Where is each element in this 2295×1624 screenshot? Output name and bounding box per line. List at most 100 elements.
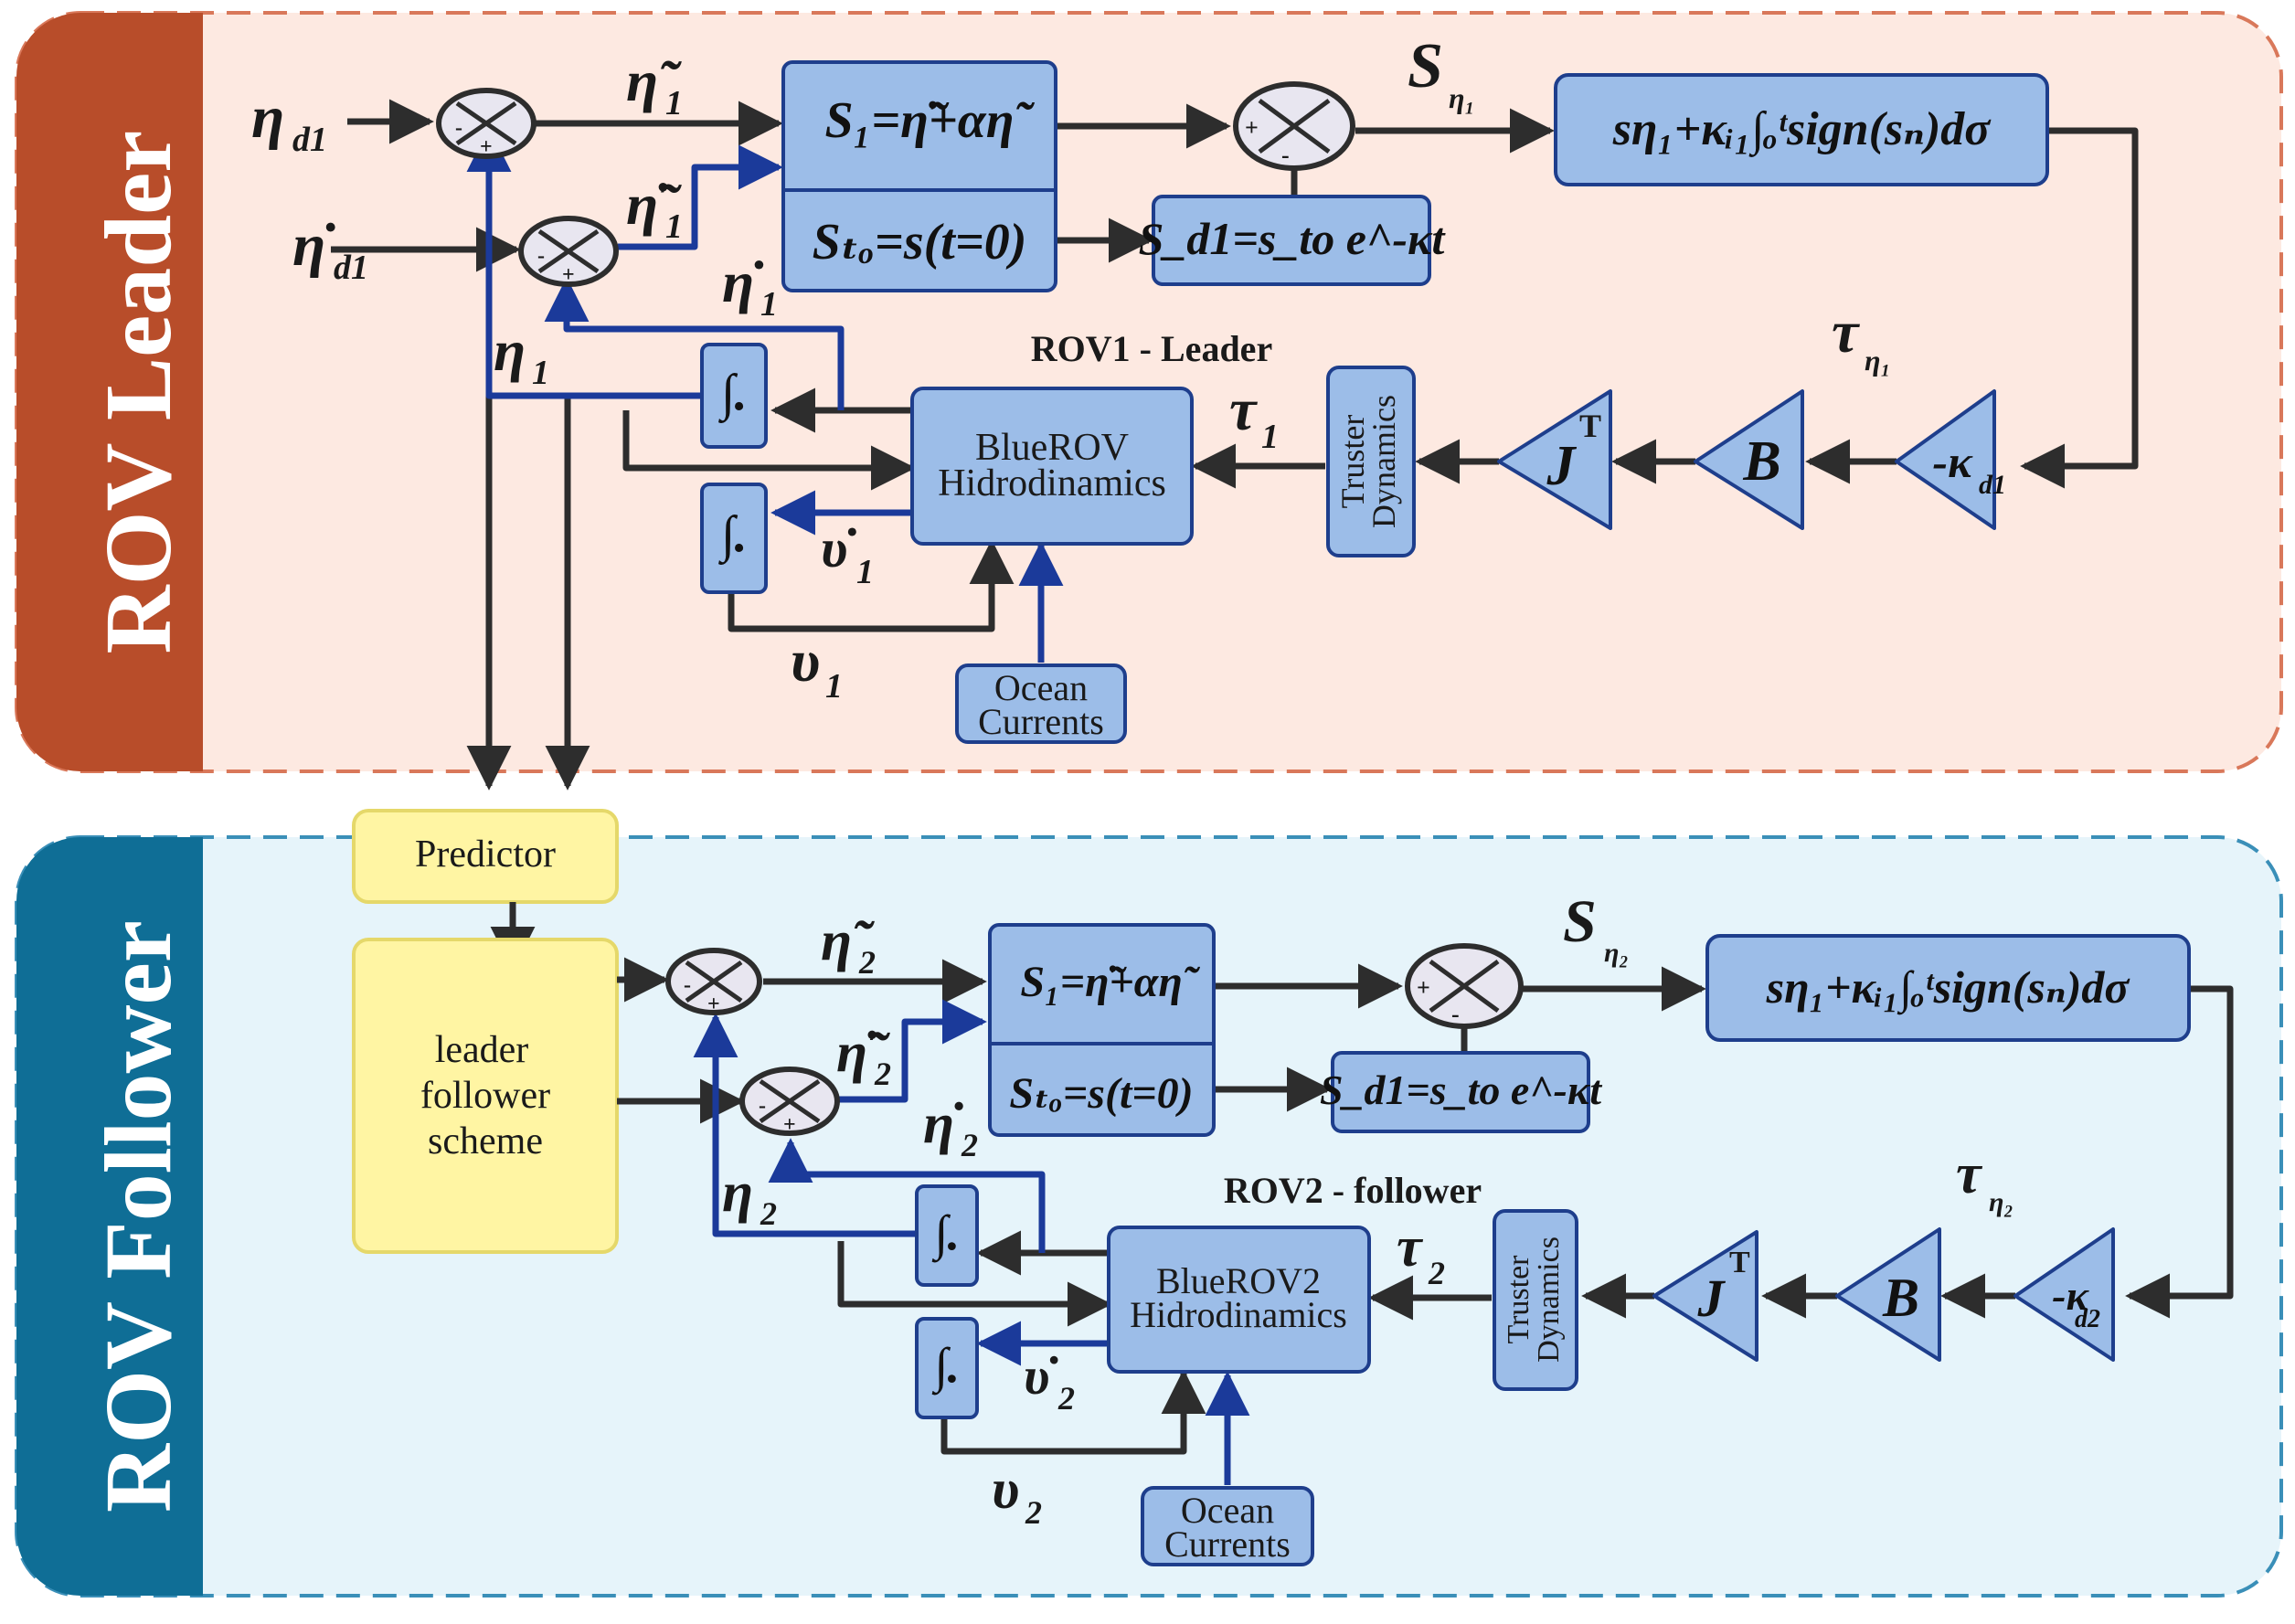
- svg-text:Dynamics: Dynamics: [1365, 395, 1402, 528]
- leader-s-block: S₁=η̃̇+αη̃ Sₜₒ=s(t=0): [781, 60, 1057, 292]
- svg-text:2: 2: [760, 1195, 777, 1232]
- follower-ocean-block: Ocean Currents: [1141, 1486, 1314, 1566]
- svg-text:η₂: η₂: [1989, 1187, 2013, 1217]
- leader-follower-scheme-block: leader follower scheme: [352, 938, 619, 1254]
- svg-text:1: 1: [825, 667, 843, 706]
- follower-sum-2: - +: [739, 1067, 840, 1137]
- follower-s-block: S₁=η̃̇+αη̃ Sₜₒ=s(t=0): [988, 923, 1216, 1137]
- follower-content: - + - + + - S₁=η̃̇+αη̃ Sₜₒ=s(t=0) S_d1=s…: [617, 888, 2234, 1566]
- leader-thruster-block: Truster Dynamics: [1326, 366, 1416, 557]
- svg-text:scheme: scheme: [428, 1120, 543, 1162]
- svg-text:d1: d1: [292, 121, 327, 159]
- follower-band-label: ROV Follower: [86, 920, 191, 1513]
- svg-text:T: T: [1729, 1246, 1750, 1279]
- svg-text:τ: τ: [1956, 1143, 1983, 1205]
- svg-text:J: J: [1546, 435, 1578, 497]
- svg-text:∫.: ∫.: [717, 365, 747, 424]
- svg-text:Dynamics: Dynamics: [1532, 1237, 1566, 1363]
- follower-band: [16, 837, 203, 1596]
- leader-eta-d: η: [251, 84, 284, 151]
- svg-text:1: 1: [665, 84, 683, 122]
- follower-integrator-2: ∫.: [915, 1317, 979, 1419]
- svg-text:d1: d1: [334, 249, 368, 287]
- svg-text:S: S: [1563, 888, 1597, 955]
- svg-text:leader: leader: [435, 1029, 529, 1071]
- svg-text:+: +: [1245, 114, 1259, 141]
- svg-text:B: B: [1882, 1268, 1919, 1328]
- svg-text:J: J: [1697, 1268, 1727, 1328]
- leader-ocean-block: Ocean Currents: [955, 663, 1127, 744]
- leader-integrator-1: ∫.: [700, 343, 768, 449]
- svg-text:∫.: ∫.: [931, 1338, 960, 1396]
- svg-text:+: +: [783, 1113, 796, 1137]
- svg-text:2: 2: [1057, 1380, 1075, 1417]
- svg-text:∫.: ∫.: [717, 506, 747, 566]
- svg-text:B: B: [1742, 430, 1780, 493]
- svg-text:S_d1=s_to e^-κt: S_d1=s_to e^-κt: [1139, 213, 1447, 264]
- svg-text:+: +: [480, 135, 493, 159]
- follower-integrator-1: ∫.: [915, 1184, 979, 1287]
- svg-text:Truster: Truster: [1502, 1255, 1535, 1344]
- svg-text:η: η: [494, 318, 526, 383]
- svg-text:Truster: Truster: [1334, 415, 1371, 509]
- svg-text:1: 1: [532, 354, 549, 392]
- predictor-block: Predictor: [352, 809, 619, 904]
- follower-jt-gain: J T: [1652, 1230, 1758, 1362]
- svg-text:-κ: -κ: [2052, 1272, 2089, 1319]
- svg-text:S_d1=s_to e^-κt: S_d1=s_to e^-κt: [1320, 1067, 1602, 1113]
- leader-hydro-block: BlueROV Hidrodinamics: [910, 387, 1194, 546]
- svg-text:-: -: [759, 1094, 766, 1118]
- svg-text:d1: d1: [1979, 470, 2006, 500]
- svg-text:∫.: ∫.: [931, 1205, 960, 1263]
- leader-sum-1: - +: [436, 88, 537, 159]
- leader-sint-block: sη₁+κᵢ₁∫ₒᵗsign(sₙ)dσ: [1554, 73, 2049, 186]
- leader-sum-2: - +: [518, 216, 619, 287]
- follower-sum-3: + -: [1405, 943, 1524, 1029]
- svg-text:+: +: [1417, 974, 1430, 1001]
- svg-text:BlueROV2: BlueROV2: [1156, 1260, 1321, 1301]
- svg-text:d2: d2: [2075, 1305, 2100, 1333]
- svg-text:Currents: Currents: [1164, 1523, 1291, 1565]
- svg-text:S₁=η̃̇+αη̃: S₁=η̃̇+αη̃: [1020, 958, 1200, 1006]
- leader-sum-3: + -: [1233, 81, 1355, 171]
- leader-s-to-text: Sₜₒ=s(t=0): [813, 214, 1027, 271]
- leader-title: ROV1 - Leader: [1031, 328, 1272, 369]
- svg-text:2: 2: [1428, 1255, 1445, 1291]
- follower-b-gain: B: [1835, 1227, 1941, 1362]
- svg-text:BlueROV: BlueROV: [975, 427, 1129, 469]
- follower-sum-1: - +: [665, 948, 762, 1016]
- leader-band: [16, 13, 203, 771]
- leader-integrator-2: ∫.: [700, 483, 768, 594]
- follower-kappa-gain: -κ d2: [2013, 1227, 2115, 1362]
- svg-text:τ: τ: [1229, 377, 1258, 443]
- svg-text:-: -: [684, 973, 691, 997]
- svg-text:η₁: η₁: [1865, 344, 1891, 377]
- follower-title: ROV2 - follower: [1224, 1170, 1482, 1211]
- svg-text:τ: τ: [1397, 1216, 1424, 1279]
- svg-text:Hidrodinamics: Hidrodinamics: [1130, 1294, 1347, 1335]
- svg-text:follower: follower: [420, 1075, 550, 1117]
- svg-text:Hidrodinamics: Hidrodinamics: [938, 462, 1166, 504]
- svg-text:2: 2: [874, 1056, 891, 1092]
- svg-text:T: T: [1579, 408, 1601, 444]
- svg-text:τ: τ: [1832, 299, 1860, 366]
- svg-text:+: +: [707, 992, 720, 1016]
- svg-text:Predictor: Predictor: [415, 833, 556, 876]
- svg-text:-κ: -κ: [1932, 436, 1973, 487]
- svg-text:2: 2: [1025, 1494, 1042, 1531]
- leader-sd-block: S_d1=s_to e^-κt: [1139, 195, 1447, 286]
- svg-text:1: 1: [1261, 418, 1279, 456]
- leader-s-main-text: S₁=η̃̇+αη̃: [825, 92, 1036, 149]
- svg-text:η: η: [722, 1162, 753, 1224]
- follower-sint-block: sη₁+κᵢ₁∫ₒᵗsign(sₙ)dσ: [1705, 934, 2191, 1042]
- svg-text:-: -: [455, 116, 462, 140]
- leader-jt-gain: J T: [1497, 389, 1612, 530]
- leader-kappa-gain: -κ d1: [1895, 389, 2006, 530]
- svg-text:1: 1: [760, 285, 778, 324]
- follower-sd-block: S_d1=s_to e^-κt: [1320, 1051, 1602, 1133]
- svg-text:Sₜₒ=s(t=0): Sₜₒ=s(t=0): [1009, 1069, 1193, 1118]
- svg-text:2: 2: [961, 1127, 978, 1163]
- svg-text:η₂: η₂: [1604, 938, 1629, 968]
- svg-text:Ocean: Ocean: [1181, 1490, 1274, 1531]
